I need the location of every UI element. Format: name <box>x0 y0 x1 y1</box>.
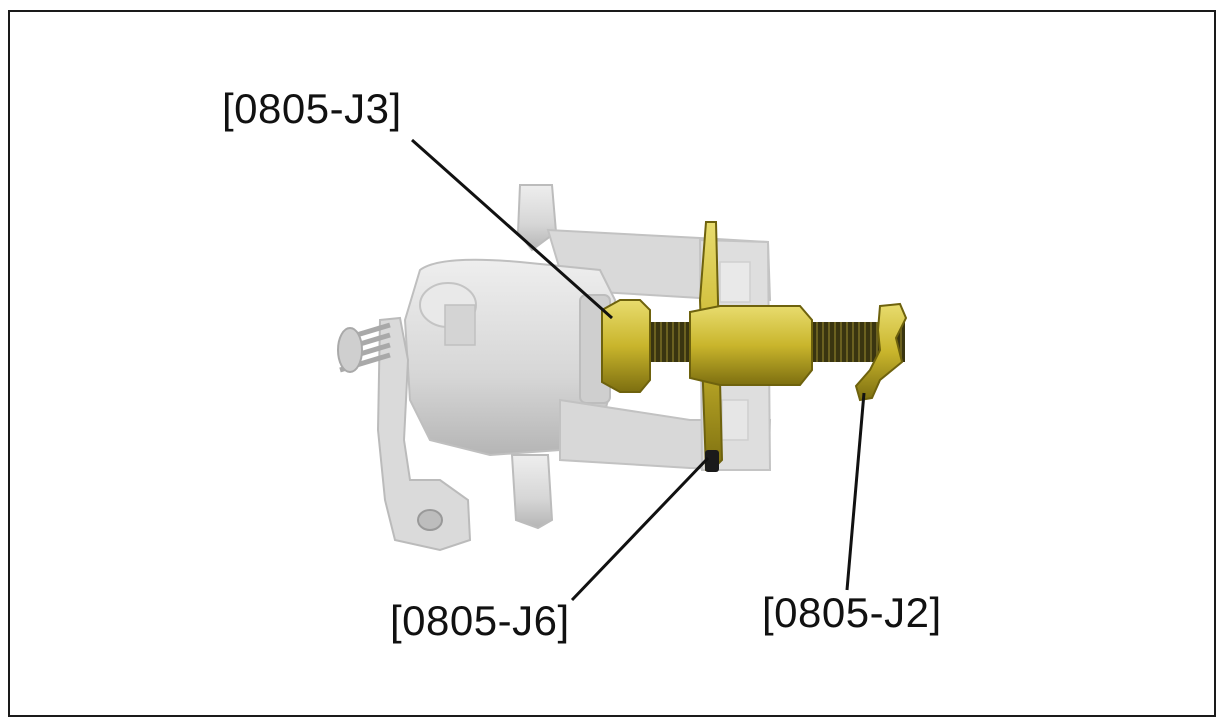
leader-line-j6 <box>570 456 710 602</box>
caliper-tool <box>601 221 908 472</box>
leader-line-j3 <box>411 138 613 320</box>
label-0805-j2: [0805-J2] <box>762 589 942 636</box>
adapter-j3 <box>601 299 651 393</box>
leader-lines <box>411 138 866 602</box>
label-0805-j6: [0805-J6] <box>390 597 570 644</box>
label-0805-j3: [0805-J3] <box>222 85 402 132</box>
handle-j2 <box>854 302 908 402</box>
leader-line-j2 <box>845 392 866 591</box>
